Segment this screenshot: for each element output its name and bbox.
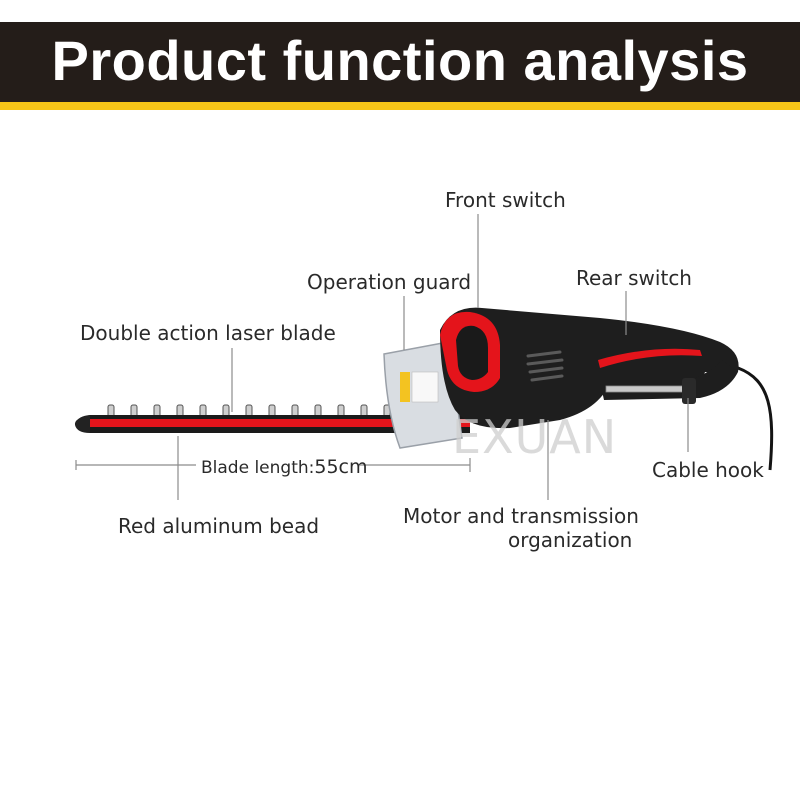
chrome-bar (605, 385, 693, 393)
housing-vents (526, 350, 564, 382)
rear-switch-label: Rear switch (576, 266, 692, 290)
red-aluminum-bead-label: Red aluminum bead (118, 514, 320, 538)
header-accent-stripe (0, 102, 800, 110)
guard-warning-label (400, 372, 410, 402)
blade-length-label: Blade length:55cm (201, 456, 368, 478)
body-red-stripe (598, 348, 702, 368)
front-switch-label: Front switch (445, 188, 566, 212)
page-title: Product function analysis (51, 29, 749, 92)
double-action-blade-label: Double action laser blade (80, 321, 336, 345)
blade-tip (74, 415, 90, 433)
red-aluminum-bead (88, 419, 470, 427)
cable-hook (682, 378, 696, 404)
motor-housing (440, 307, 739, 429)
header-bar (0, 22, 800, 102)
motor-label-line1: Motor and transmission (403, 504, 639, 528)
callout-lines (75, 214, 689, 500)
cable-hook-label: Cable hook (652, 458, 764, 482)
blade-length-caption: Blade length: (201, 458, 315, 478)
operation-guard-label: Operation guard (307, 270, 472, 294)
blade-length-value: 55cm (314, 456, 368, 478)
watermark-text: EXUAN (452, 410, 618, 464)
motor-label-line2: organization (508, 528, 633, 552)
power-cable (737, 366, 774, 471)
